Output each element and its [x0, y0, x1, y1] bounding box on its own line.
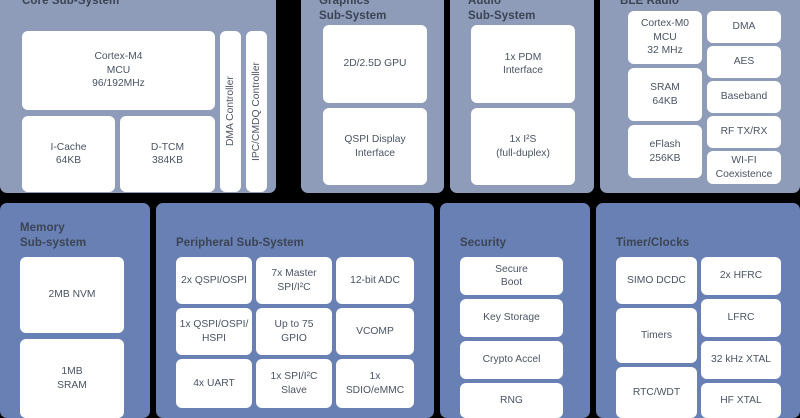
panel-audio-sub-system: Audio Sub-System 1x PDM Interface 1x I²S… [450, 0, 594, 193]
panel-title-security: Security [460, 237, 507, 249]
block-1x-qspi-ospi-hspi: 1x QSPI/OSPI/ HSPI [176, 308, 252, 355]
block-1x-sdio-emmc: 1x SDIO/eMMC [336, 359, 414, 408]
block-ipc-cmdq-controller: IPC/CMDQ Controller [246, 31, 267, 192]
block-lfrc: LFRC [701, 299, 781, 337]
block-qspi-display-interface: QSPI Display Interface [323, 108, 427, 185]
block-vcomp: VCOMP [336, 308, 414, 355]
block-d-tcm: D-TCM 384KB [120, 116, 215, 192]
block-32khz-xtal: 32 kHz XTAL [701, 341, 781, 379]
panel-title-graphics: Graphics Sub-System [319, 0, 387, 23]
panel-timer-clocks: Timer/Clocks SIMO DCDC Timers RTC/WDT 2x… [596, 203, 800, 418]
block-2x-qspi-ospi: 2x QSPI/OSPI [176, 257, 252, 304]
block-secure-boot: Secure Boot [460, 257, 563, 295]
block-12-bit-adc: 12-bit ADC [336, 257, 414, 304]
block-wifi-coexistence: WI-FI Coexistence [707, 151, 781, 184]
block-hf-xtal: HF XTAL [701, 383, 781, 418]
block-ble-dma: DMA [707, 11, 781, 43]
panel-memory-sub-system: Memory Sub-system 2MB NVM 1MB SRAM [0, 203, 150, 418]
block-up-to-75-gpio: Up to 75 GPIO [256, 308, 332, 355]
block-cortex-m4-mcu: Cortex-M4 MCU 96/192MHz [22, 31, 215, 110]
block-7x-master-spi-i2c: 7x Master SPI/I²C [256, 257, 332, 304]
panel-security: Security Secure Boot Key Storage Crypto … [440, 203, 590, 418]
panel-title-memory: Memory Sub-system [20, 222, 87, 250]
block-i2s-full-duplex: 1x I²S (full-duplex) [471, 108, 575, 185]
block-baseband: Baseband [707, 81, 781, 113]
panel-ble-radio: BLE Radio Cortex-M0 MCU 32 MHz SRAM 64KB… [600, 0, 800, 193]
block-key-storage: Key Storage [460, 299, 563, 337]
block-cortex-m0-mcu: Cortex-M0 MCU 32 MHz [628, 11, 702, 64]
panel-title-timer: Timer/Clocks [616, 237, 690, 249]
block-1x-spi-i2c-slave: 1x SPI/I²C Slave [256, 359, 332, 408]
block-dma-controller: DMA Controller [220, 31, 241, 192]
block-timers: Timers [616, 308, 697, 363]
block-aes: AES [707, 46, 781, 78]
panel-graphics-sub-system: Graphics Sub-System 2D/2.5D GPU QSPI Dis… [301, 0, 444, 193]
block-2mb-nvm: 2MB NVM [20, 257, 124, 333]
block-1mb-sram: 1MB SRAM [20, 339, 124, 418]
block-i-cache: I-Cache 64KB [22, 116, 115, 192]
block-pdm-interface: 1x PDM Interface [471, 25, 575, 103]
panel-title-peripheral: Peripheral Sub-System [176, 237, 305, 249]
block-ble-sram: SRAM 64KB [628, 68, 702, 121]
panel-title-core: Core Sub-System [22, 0, 120, 7]
block-crypto-accel: Crypto Accel [460, 341, 563, 379]
block-rtc-wdt: RTC/WDT [616, 367, 697, 418]
panel-title-ble: BLE Radio [620, 0, 680, 7]
panel-title-audio: Audio Sub-System [468, 0, 536, 23]
block-rf-tx-rx: RF TX/RX [707, 116, 781, 148]
block-2x-hfrc: 2x HFRC [701, 257, 781, 295]
panel-peripheral-sub-system: Peripheral Sub-System 2x QSPI/OSPI 7x Ma… [156, 203, 434, 418]
panel-core-sub-system: Core Sub-System Cortex-M4 MCU 96/192MHz … [0, 0, 276, 193]
block-eflash: eFlash 256KB [628, 125, 702, 178]
block-4x-uart: 4x UART [176, 359, 252, 408]
block-simo-dcdc: SIMO DCDC [616, 257, 697, 304]
block-2d-25d-gpu: 2D/2.5D GPU [323, 25, 427, 103]
block-rng: RNG [460, 383, 563, 418]
